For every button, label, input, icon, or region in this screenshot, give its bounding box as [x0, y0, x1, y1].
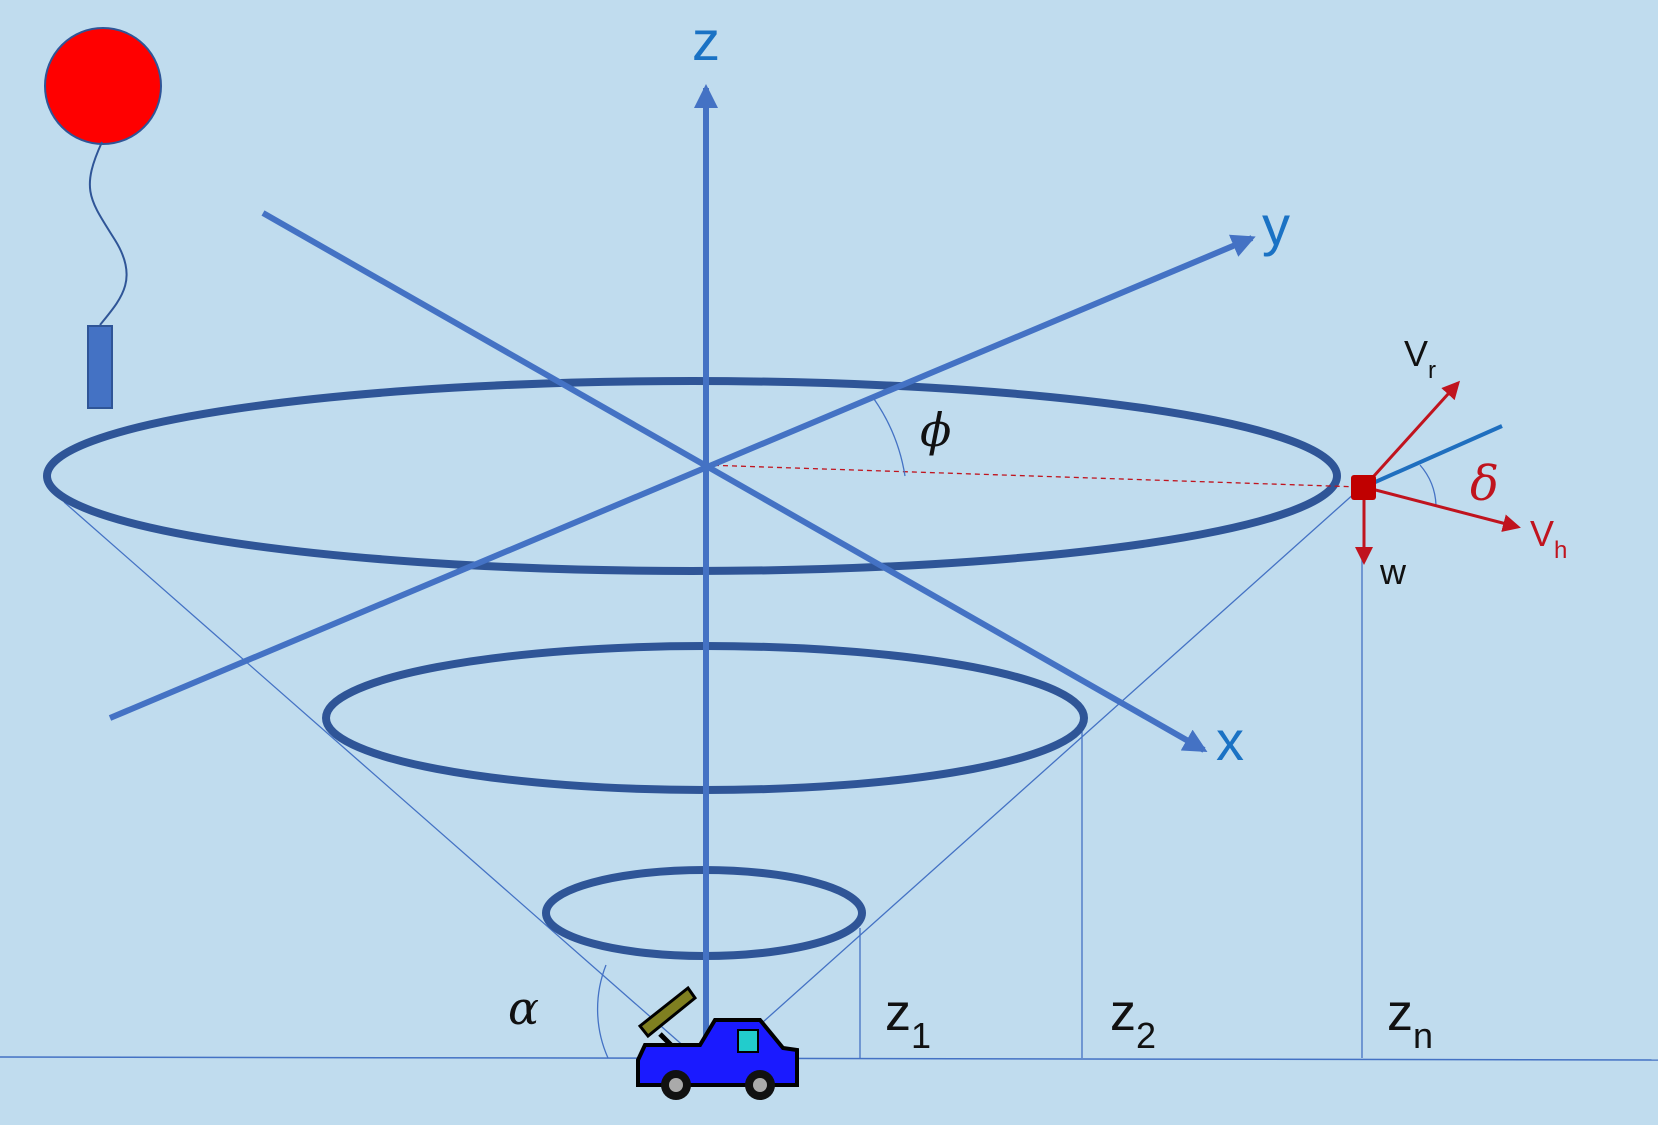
y-axis-label: y: [1262, 194, 1290, 257]
cone-line-right: [724, 491, 1357, 1057]
delta-symbol: δ: [1470, 456, 1499, 512]
y-axis: [108, 234, 1256, 721]
cone-line-left: [63, 501, 696, 1057]
z2-label: z2: [1110, 984, 1156, 1056]
z1-label: z1: [885, 984, 931, 1056]
phi-symbol: ϕ: [920, 403, 951, 457]
beam-direction-line: [1363, 424, 1503, 489]
delta-angle-arc: [1419, 464, 1437, 506]
phi-angle-arc: [873, 398, 906, 477]
vh-label: Vh: [1530, 513, 1567, 564]
scan-ring-large: [43, 377, 1341, 575]
alpha-symbol: α: [508, 981, 539, 1035]
alpha-angle-arc: [596, 964, 609, 1059]
azimuth-radius-dashed: [704, 464, 1361, 488]
x-axis: [261, 210, 1208, 753]
z-axis-label: z: [692, 9, 720, 72]
w-label: w: [1379, 551, 1407, 592]
zn-label: zn: [1387, 984, 1433, 1056]
vh-vector: [1363, 485, 1521, 532]
x-axis-label: x: [1216, 709, 1244, 772]
lidar-truck-icon: [636, 985, 799, 1100]
measurement-point: [1351, 475, 1376, 500]
vr-label: Vr: [1404, 333, 1436, 384]
vr-vector: [1362, 380, 1461, 489]
ground-line: [0, 1056, 1658, 1061]
radiosonde-balloon-icon: [44, 27, 162, 409]
